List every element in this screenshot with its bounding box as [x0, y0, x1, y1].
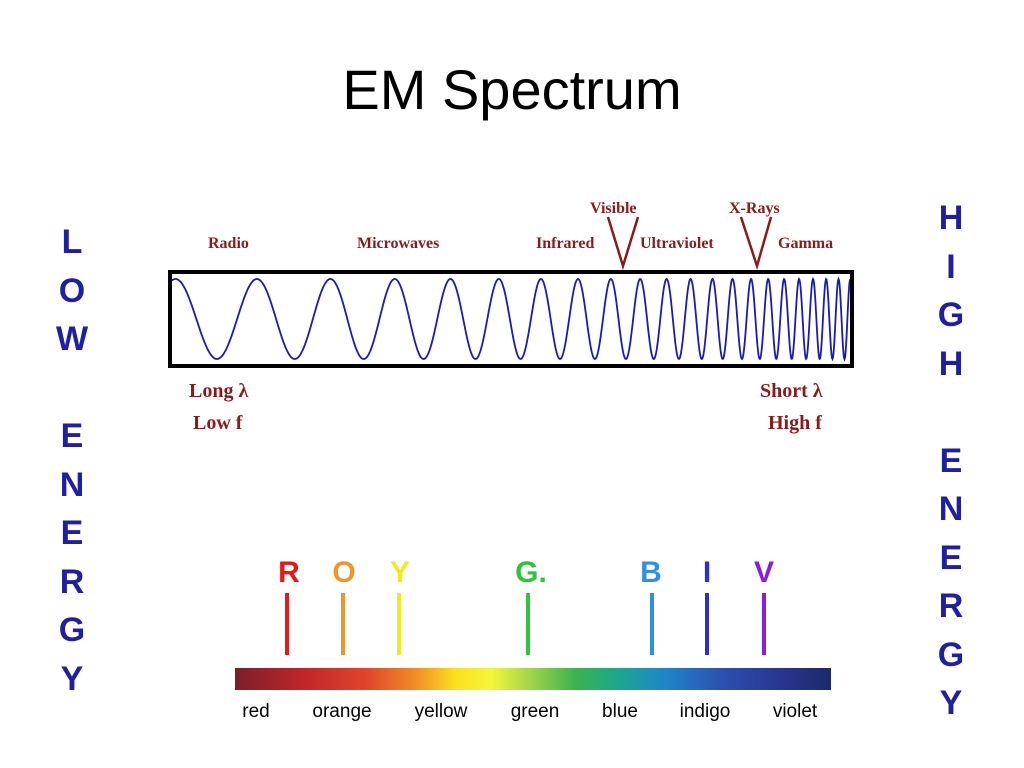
color-name-violet: violet	[772, 701, 818, 722]
low-energy-letter: R	[59, 562, 85, 601]
high-energy-letter: E	[939, 441, 963, 480]
high-energy-letter: G	[937, 635, 965, 674]
spectrum-tick-violet	[762, 593, 766, 655]
high-energy-label: H I G H E N E R G Y	[921, 194, 981, 728]
color-name-green: green	[510, 701, 560, 722]
spectrum-tick-yellow	[397, 593, 401, 655]
short-wavelength-label: Short λ	[760, 380, 823, 402]
color-name-blue: blue	[602, 701, 638, 722]
low-energy-letter: G	[58, 611, 86, 649]
low-energy-letter: E	[60, 514, 84, 552]
spectrum-tick-green	[526, 593, 530, 655]
spectrum-tick-orange	[341, 593, 345, 655]
spectrum-letter-blue: B	[640, 556, 662, 589]
low-energy-letter: L	[61, 223, 83, 261]
low-energy-letter: E	[60, 417, 84, 455]
color-name-indigo: indigo	[679, 701, 731, 722]
high-energy-letter: N	[938, 490, 964, 528]
spectrum-tick-red	[285, 593, 289, 655]
spectrum-tick-indigo	[705, 593, 709, 655]
region-label-ultraviolet: Ultraviolet	[640, 235, 714, 252]
spectrum-letter-orange: O	[332, 556, 356, 589]
color-name-orange: orange	[312, 701, 372, 722]
visible-spectrum-bar	[235, 668, 831, 690]
wave-graphic	[172, 276, 850, 362]
high-energy-letter: Y	[939, 684, 963, 722]
xray-pointer-icon	[739, 216, 773, 271]
low-energy-gap	[42, 364, 102, 413]
high-energy-gap	[921, 388, 981, 437]
high-energy-letter: H	[938, 344, 964, 383]
high-frequency-label: High f	[768, 412, 822, 434]
color-name-red: red	[242, 701, 270, 722]
region-label-gamma: Gamma	[778, 235, 834, 252]
color-name-yellow: yellow	[414, 701, 468, 722]
spectrum-letter-indigo: I	[702, 556, 712, 589]
high-energy-letter: G	[937, 296, 965, 334]
low-energy-letter: Y	[60, 659, 84, 698]
low-energy-letter: O	[58, 271, 86, 310]
spectrum-letter-red: R	[278, 556, 300, 589]
region-label-infrared: Infrared	[536, 235, 595, 252]
spectrum-letter-green: G.	[515, 556, 547, 589]
region-label-microwaves: Microwaves	[357, 235, 440, 252]
long-wavelength-label: Long λ	[189, 380, 249, 402]
spectrum-letter-yellow: Y	[389, 556, 411, 589]
high-energy-letter: I	[946, 247, 956, 286]
region-label-visible: Visible	[590, 200, 637, 217]
low-frequency-label: Low f	[193, 412, 243, 434]
high-energy-letter: R	[938, 587, 964, 625]
low-energy-letter: W	[55, 320, 89, 358]
page-title: EM Spectrum	[342, 58, 682, 121]
low-energy-letter: N	[59, 465, 85, 504]
region-label-xrays: X-Rays	[729, 200, 780, 217]
wave-diagram	[168, 270, 854, 368]
spectrum-letter-violet: V	[753, 556, 775, 589]
wave-line	[172, 276, 850, 362]
spectrum-tick-blue	[650, 593, 654, 655]
high-energy-letter: H	[938, 199, 964, 237]
visible-pointer-icon	[606, 216, 640, 271]
region-label-radio: Radio	[208, 235, 249, 252]
low-energy-label: L O W E N E R G Y	[42, 218, 102, 703]
high-energy-letter: E	[939, 538, 963, 577]
